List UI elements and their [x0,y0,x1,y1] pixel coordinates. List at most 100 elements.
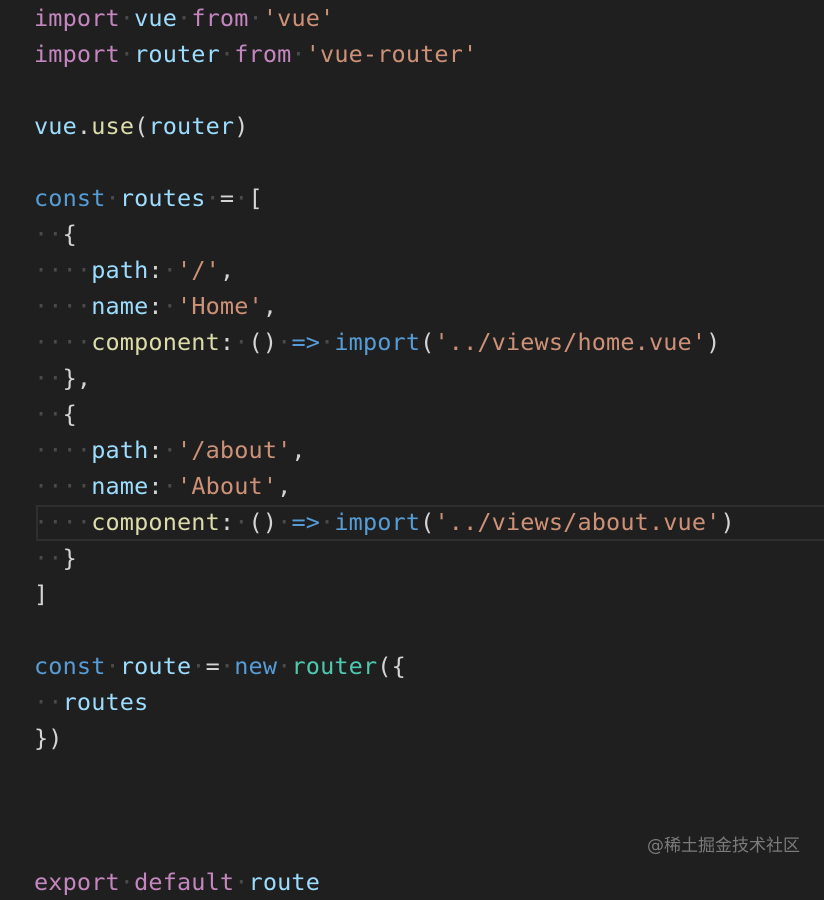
code-line[interactable]: import·vue·from·'vue' [34,0,334,36]
code-token: const [34,652,106,680]
code-token: '../views/home.vue' [434,328,707,356]
code-token: router [148,112,235,140]
code-line[interactable]: ··{ [34,396,77,432]
code-token: { [62,220,77,248]
code-line[interactable]: }) [34,720,63,756]
code-token: ] [34,580,49,608]
whitespace-marker: · [234,184,249,212]
code-line[interactable]: ····component:·()·=>·import('../views/ab… [34,504,735,540]
code-token: default [134,868,235,896]
code-token: ({ [377,652,406,680]
code-line[interactable]: ····component:·()·=>·import('../views/ho… [34,324,720,360]
whitespace-marker: ···· [34,256,92,284]
whitespace-marker: ···· [34,292,92,320]
whitespace-marker: · [191,652,206,680]
code-line[interactable]: ··}, [34,360,91,396]
code-token: new [234,652,278,680]
code-token: import [334,508,421,536]
whitespace-marker: ·· [34,544,63,572]
code-token: import [34,40,120,68]
whitespace-marker: · [162,292,178,320]
code-token: : [148,256,163,284]
code-token: routes [62,688,149,716]
whitespace-marker: ···· [34,436,92,464]
code-line[interactable]: ····path:·'/', [34,252,234,288]
code-token: use [91,112,135,140]
whitespace-marker: · [119,4,135,32]
code-token: router [291,652,378,680]
whitespace-marker: · [277,652,292,680]
code-line[interactable]: const·routes·=·[ [34,180,263,216]
code-token: 'Home' [177,292,263,320]
code-line[interactable]: const·route·=·new·router({ [34,648,406,684]
whitespace-marker: · [219,40,235,68]
whitespace-marker: ···· [34,472,92,500]
code-token: }, [62,364,92,392]
code-token: ( [420,328,435,356]
code-token: = [205,652,220,680]
code-token: component [91,508,220,536]
code-token: ) [706,328,721,356]
code-line[interactable]: ····name:·'Home', [34,288,277,324]
code-token: : [148,472,163,500]
code-line[interactable]: ··} [34,540,77,576]
code-line[interactable]: import·router·from·'vue-router' [34,36,477,72]
code-line[interactable]: ····path:·'/about', [34,432,306,468]
code-token: path [91,256,149,284]
code-token: path [91,436,149,464]
whitespace-marker: · [105,652,120,680]
code-token: : [148,292,163,320]
code-token: [ [248,184,263,212]
code-token: import [34,4,120,32]
whitespace-marker: · [234,508,249,536]
code-token: from [191,4,249,32]
code-token: => [291,328,321,356]
code-line[interactable]: ] [34,576,48,612]
code-token: , [291,436,306,464]
code-token: route [248,868,321,896]
code-token: '../views/about.vue' [434,508,721,536]
code-token: { [62,400,77,428]
code-token: , [262,292,278,320]
whitespace-marker: ···· [34,328,92,356]
code-token: . [76,112,92,140]
code-token: 'vue' [262,4,335,32]
whitespace-marker: · [248,4,263,32]
code-token: , [219,256,235,284]
code-token: } [62,544,77,572]
whitespace-marker: · [320,328,335,356]
code-token: '/' [177,256,220,284]
code-token: from [234,40,292,68]
code-token: router [134,40,220,68]
code-line[interactable]: ··{ [34,216,77,252]
code-line[interactable]: export·default·route [34,864,320,900]
whitespace-marker: · [291,40,306,68]
code-line[interactable]: ····name:·'About', [34,468,291,504]
whitespace-marker: · [162,256,178,284]
whitespace-marker: · [105,184,120,212]
code-token: name [91,472,149,500]
whitespace-marker: ·· [34,400,63,428]
code-token: export [34,868,120,896]
code-line[interactable]: vue.use(router) [34,108,249,144]
code-token: '/about' [177,436,292,464]
whitespace-marker: ···· [34,508,92,536]
code-token: () [248,328,278,356]
code-token: }) [34,724,63,752]
code-token: vue [34,112,77,140]
code-token: => [291,508,321,536]
code-token: const [34,184,106,212]
code-token: : [219,508,235,536]
code-token: route [119,652,192,680]
code-token: routes [119,184,206,212]
code-token: () [248,508,278,536]
code-token: 'About' [177,472,278,500]
code-token: , [277,472,292,500]
code-token: ) [720,508,735,536]
code-token: ) [234,112,249,140]
code-line[interactable]: ··routes [34,684,148,720]
code-token: : [219,328,235,356]
whitespace-marker: · [119,868,135,896]
whitespace-marker: · [234,328,249,356]
